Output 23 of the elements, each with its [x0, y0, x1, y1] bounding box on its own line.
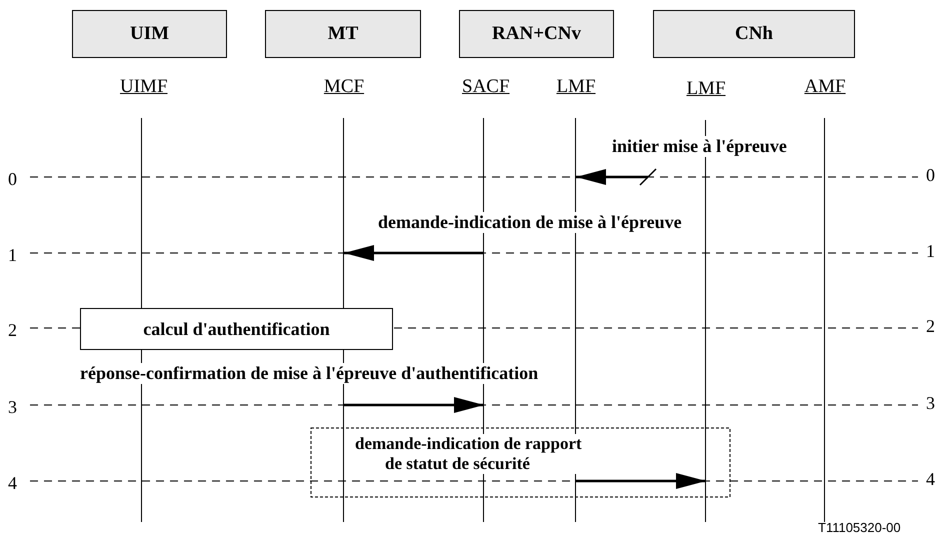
lifeline-label: LMF: [685, 78, 727, 100]
lifeline-label: LMF: [555, 76, 597, 98]
row-number: 2: [8, 320, 17, 341]
row-number: 1: [8, 245, 17, 266]
lifeline-label: MCF: [322, 76, 366, 98]
entity-box: CNh: [653, 10, 855, 58]
lifeline-label: AMF: [803, 76, 847, 98]
figure-id: T11105320-00: [818, 520, 901, 535]
entity-box: MT: [265, 10, 421, 58]
row-number: 0: [8, 169, 17, 190]
row-number: 3: [926, 393, 935, 414]
process-box: calcul d'authentification: [80, 308, 393, 350]
row-number: 4: [926, 469, 935, 490]
entity-box: UIM: [72, 10, 227, 58]
row-number: 1: [926, 241, 935, 262]
row-number: 4: [8, 473, 17, 494]
row-number: 2: [926, 316, 935, 337]
edge-label: demande-indication de mise à l'épreuve: [376, 212, 684, 233]
row-number: 3: [8, 397, 17, 418]
entity-box: RAN+CNv: [459, 10, 614, 58]
edge-label: initier mise à l'épreuve: [610, 136, 789, 157]
edge-label: réponse-confirmation de mise à l'épreuve d'authentification: [78, 363, 540, 384]
row-number: 0: [926, 165, 935, 186]
